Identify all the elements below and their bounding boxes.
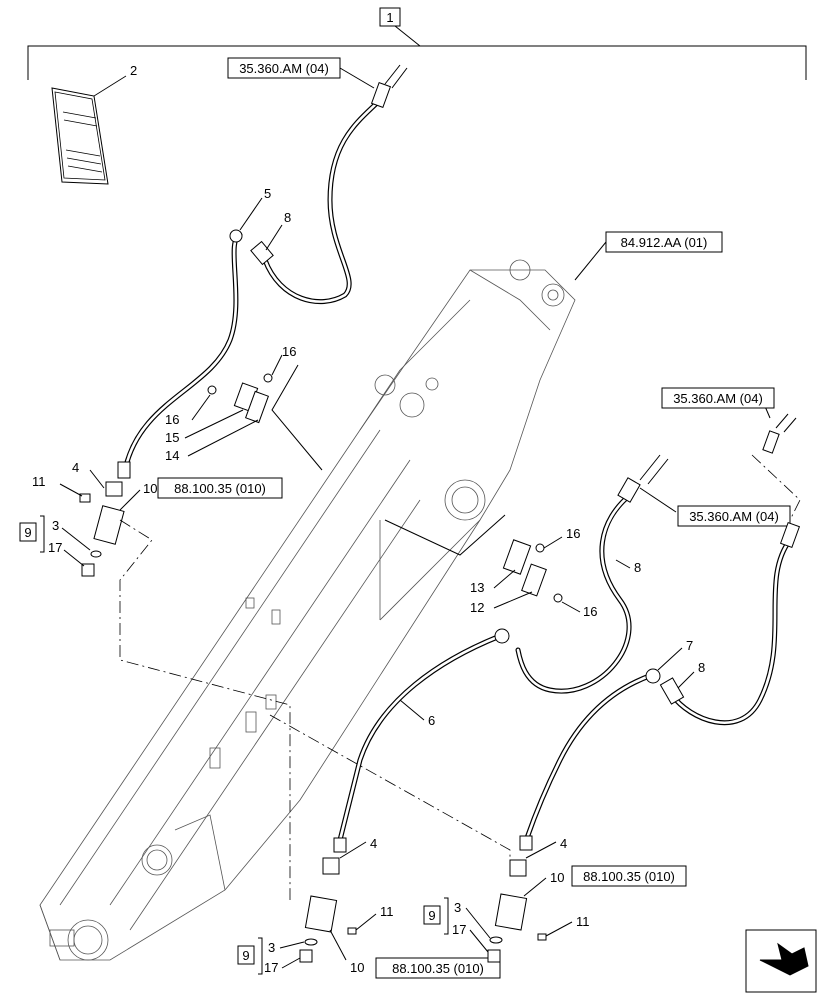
top-hose-assembly: 5 8 [117, 64, 408, 479]
hose-top-reference: 35.360.AM (04) [227, 57, 375, 89]
boom-ref-label: 84.912.AA (01) [621, 235, 708, 250]
item-16-c-label: 16 [566, 526, 580, 541]
item-17-right-label: 17 [452, 922, 466, 937]
item-17-left-label: 17 [48, 540, 62, 555]
hose-6: 6 [337, 628, 510, 843]
boom-reference: 84.912.AA (01) [574, 231, 723, 281]
item-5-label: 5 [264, 186, 271, 201]
navigation-arrow-icon[interactable] [745, 929, 817, 993]
item-2-label: 2 [130, 63, 137, 78]
item-1-label: 1 [386, 10, 393, 25]
item-12-label: 12 [470, 600, 484, 615]
item-14-label: 14 [165, 448, 179, 463]
item-11-right-label: 11 [576, 914, 590, 929]
item-9-left-label: 9 [24, 525, 31, 540]
item-15-label: 15 [165, 430, 179, 445]
item-3-mid-label: 3 [268, 940, 275, 955]
item-8-right-label: 8 [698, 660, 705, 675]
hose-top-ref-label: 35.360.AM (04) [239, 61, 329, 76]
item-10-mid-label: 10 [350, 960, 364, 975]
item-16-d-label: 16 [583, 604, 597, 619]
item-4-right-label: 4 [560, 836, 567, 851]
item-16-b-label: 16 [165, 412, 179, 427]
bottom-right-valve-block: 4 10 88.100.35 (010) 11 9 3 17 [423, 835, 687, 963]
valve-left-ref-label: 88.100.35 (010) [174, 481, 266, 496]
item-7-label: 7 [686, 638, 693, 653]
item-3-right-label: 3 [454, 900, 461, 915]
item-11-left-label: 11 [32, 474, 46, 489]
item-6-label: 6 [428, 713, 435, 728]
item-4-mid-label: 4 [370, 836, 377, 851]
item-8-top-label: 8 [284, 210, 291, 225]
right-top-hose: 35.360.AM (04) 8 [659, 387, 801, 726]
hose-7: 7 [524, 638, 693, 841]
valve-bottom-right-ref-label: 88.100.35 (010) [583, 869, 675, 884]
item-3-left-label: 3 [52, 518, 59, 533]
assembly-bracket: 1 [27, 7, 807, 80]
hose-right-mid-ref-label: 35.360.AM (04) [689, 509, 779, 524]
valve-bottom-mid-ref-label: 88.100.35 (010) [392, 961, 484, 976]
item-9-mid-label: 9 [242, 948, 249, 963]
right-middle-hose: 8 35.360.AM (04) [515, 454, 791, 694]
bottom-middle-valve-block: 4 11 10 88.100.35 (010) 9 3 17 [237, 836, 501, 979]
item-17-mid-label: 17 [264, 960, 278, 975]
item-11-mid-label: 11 [380, 904, 394, 919]
upper-clamp-assembly: 16 16 15 14 [165, 344, 323, 471]
item-4-left-label: 4 [72, 460, 79, 475]
item-9-right-label: 9 [428, 908, 435, 923]
hose-right-top-ref-label: 35.360.AM (04) [673, 391, 763, 406]
item-10-left-label: 10 [143, 481, 157, 496]
manual-booklet-icon: 2 [51, 63, 137, 185]
middle-clamp-assembly: 16 16 13 12 [384, 514, 597, 619]
item-8-middle-label: 8 [634, 560, 641, 575]
left-valve-block: 4 11 10 88.100.35 (010) 9 3 17 [19, 460, 283, 577]
item-10-right-label: 10 [550, 870, 564, 885]
item-13-label: 13 [470, 580, 484, 595]
boom-arm [39, 259, 576, 961]
item-16-a-label: 16 [282, 344, 296, 359]
